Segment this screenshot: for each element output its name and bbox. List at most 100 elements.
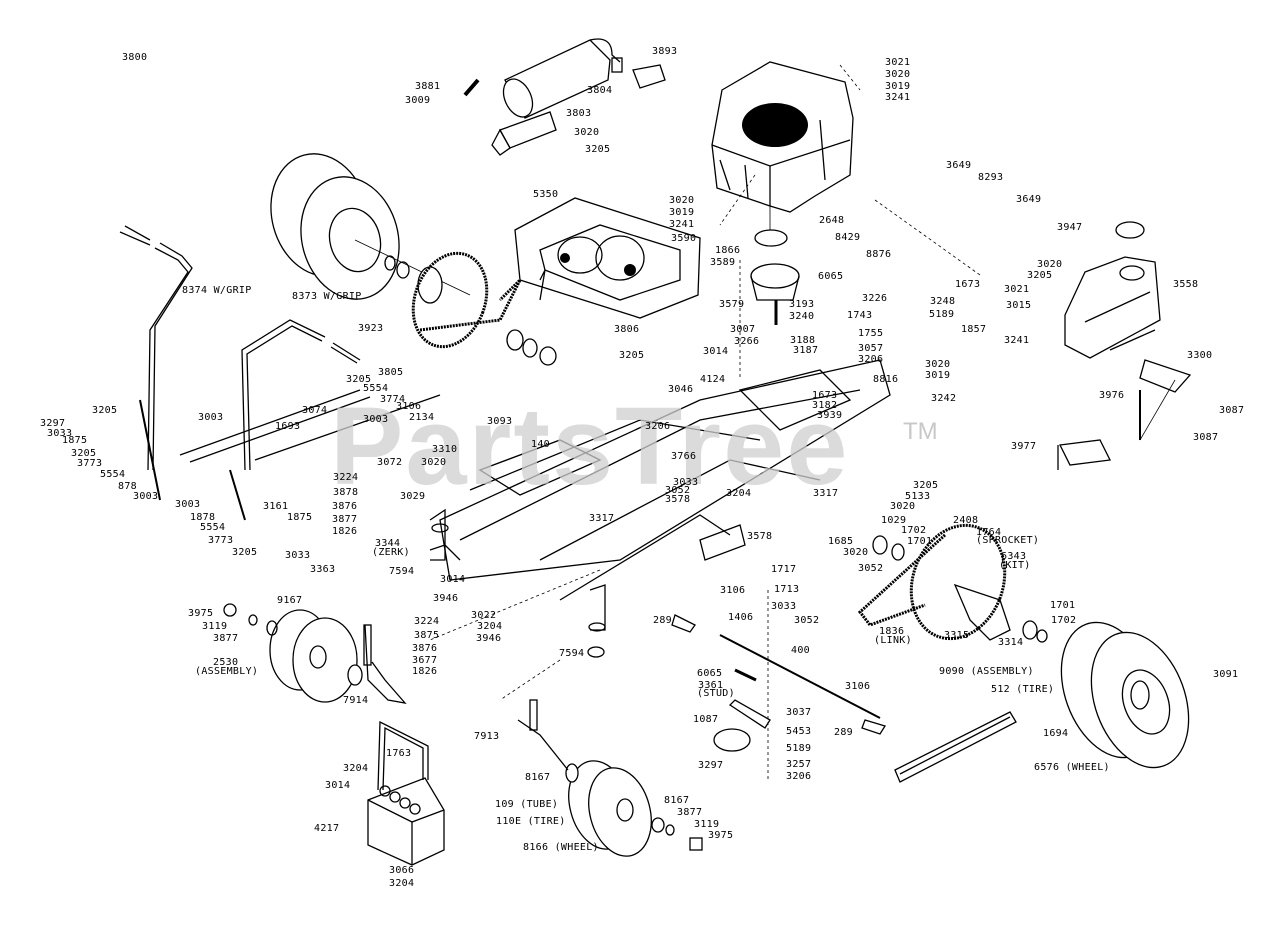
part-callout-3021[interactable]: 3021 [885,57,911,68]
part-callout-3033[interactable]: 3033 [673,477,699,488]
part-callout-2648[interactable]: 2648 [819,215,845,226]
part-callout-3014[interactable]: 3014 [325,780,351,791]
part-callout-3297[interactable]: 3297 [40,418,66,429]
part-callout-3033[interactable]: 3033 [47,428,73,439]
part-callout-1693[interactable]: 1693 [275,421,301,432]
part-callout-3205[interactable]: 3205 [346,374,372,385]
part-callout-3020[interactable]: 3020 [890,501,916,512]
part-callout-3558[interactable]: 3558 [1173,279,1199,290]
part-callout-3881[interactable]: 3881 [415,81,441,92]
part-callout-3241[interactable]: 3241 [885,92,911,103]
part-callout-3119[interactable]: 3119 [694,819,720,830]
part-callout-8429[interactable]: 8429 [835,232,861,243]
part-callout-3877[interactable]: 3877 [332,514,358,525]
part-callout-3205[interactable]: 3205 [585,144,611,155]
part-callout-3226[interactable]: 3226 [862,293,888,304]
part-callout-3893[interactable]: 3893 [652,46,678,57]
part-callout-3241[interactable]: 3241 [1004,335,1030,346]
part-callout-3800[interactable]: 3800 [122,52,148,63]
part-callout-9090-assembly[interactable]: 9090 (ASSEMBLY) [939,666,1034,677]
part-callout-3205[interactable]: 3205 [232,547,258,558]
part-callout-289[interactable]: 289 [653,615,672,626]
part-callout-1755[interactable]: 1755 [858,328,884,339]
part-callout-3074[interactable]: 3074 [302,405,328,416]
part-callout-7913[interactable]: 7913 [474,731,500,742]
part-callout-6576-wheel[interactable]: 6576 (WHEEL) [1034,762,1110,773]
part-callout-3087[interactable]: 3087 [1193,432,1219,443]
part-callout-3773[interactable]: 3773 [208,535,234,546]
part-callout-3182[interactable]: 3182 [812,400,838,411]
part-callout-6065[interactable]: 6065 [697,668,723,679]
part-callout-3033[interactable]: 3033 [771,601,797,612]
part-callout-4124[interactable]: 4124 [700,374,726,385]
part-callout-1713[interactable]: 1713 [774,584,800,595]
part-callout-1875[interactable]: 1875 [287,512,313,523]
part-callout-2408[interactable]: 2408 [953,515,979,526]
part-callout-1702[interactable]: 1702 [901,525,927,536]
part-callout-3204[interactable]: 3204 [389,878,415,889]
part-callout-1702[interactable]: 1702 [1051,615,1077,626]
part-callout-5133[interactable]: 5133 [905,491,931,502]
part-callout-3020[interactable]: 3020 [574,127,600,138]
part-callout-3946[interactable]: 3946 [433,593,459,604]
part-callout-7914[interactable]: 7914 [343,695,369,706]
part-callout-3240[interactable]: 3240 [789,311,815,322]
part-callout-3578[interactable]: 3578 [747,531,773,542]
part-callout-1836[interactable]: 1836 [879,626,905,637]
part-callout-3003[interactable]: 3003 [363,414,389,425]
part-callout-3297[interactable]: 3297 [698,760,724,771]
part-callout-5350[interactable]: 5350 [533,189,559,200]
part-callout-7594[interactable]: 7594 [559,648,585,659]
part-callout-3766[interactable]: 3766 [671,451,697,462]
part-callout-289[interactable]: 289 [834,727,853,738]
part-callout-8166-wheel[interactable]: 8166 (WHEEL) [523,842,599,853]
part-callout-3161[interactable]: 3161 [263,501,289,512]
part-callout-3975[interactable]: 3975 [708,830,734,841]
part-callout-3003[interactable]: 3003 [133,491,159,502]
part-callout-3773[interactable]: 3773 [77,458,103,469]
part-callout-3803[interactable]: 3803 [566,108,592,119]
part-callout-3119[interactable]: 3119 [202,621,228,632]
part-callout-3878[interactable]: 3878 [333,487,359,498]
part-callout-3805[interactable]: 3805 [378,367,404,378]
part-callout--zerk[interactable]: (ZERK) [372,547,410,558]
part-callout-3022[interactable]: 3022 [471,610,497,621]
part-callout-3093[interactable]: 3093 [487,416,513,427]
part-callout-3015[interactable]: 3015 [1006,300,1032,311]
part-callout-1087[interactable]: 1087 [693,714,719,725]
part-callout-5554[interactable]: 5554 [363,383,389,394]
part-callout-2134[interactable]: 2134 [409,412,435,423]
part-callout-3187[interactable]: 3187 [793,345,819,356]
part-callout-3224[interactable]: 3224 [333,472,359,483]
part-callout-3579[interactable]: 3579 [719,299,745,310]
part-callout-1701[interactable]: 1701 [907,536,933,547]
part-callout-3876[interactable]: 3876 [412,643,438,654]
part-callout-878[interactable]: 878 [118,481,137,492]
part-callout-3003[interactable]: 3003 [175,499,201,510]
part-callout-3300[interactable]: 3300 [1187,350,1213,361]
part-callout-3020[interactable]: 3020 [885,69,911,80]
part-callout-3205[interactable]: 3205 [1027,270,1053,281]
part-callout-3877[interactable]: 3877 [677,807,703,818]
part-callout-4217[interactable]: 4217 [314,823,340,834]
part-callout-3649[interactable]: 3649 [946,160,972,171]
part-callout-6343[interactable]: 6343 [1001,551,1027,562]
part-callout-3946[interactable]: 3946 [476,633,502,644]
part-callout-3057[interactable]: 3057 [858,343,884,354]
part-callout-3205[interactable]: 3205 [71,448,97,459]
part-callout-3007[interactable]: 3007 [730,324,756,335]
part-callout-3206[interactable]: 3206 [645,421,671,432]
part-callout-1694[interactable]: 1694 [1043,728,1069,739]
part-callout-3206[interactable]: 3206 [858,354,884,365]
part-callout-1743[interactable]: 1743 [847,310,873,321]
part-callout-3193[interactable]: 3193 [789,299,815,310]
part-callout-1406[interactable]: 1406 [728,612,754,623]
part-callout-3072[interactable]: 3072 [377,457,403,468]
part-callout-1866[interactable]: 1866 [715,245,741,256]
part-callout-1717[interactable]: 1717 [771,564,797,575]
part-callout-1764[interactable]: 1764 [976,527,1002,538]
part-callout-1029[interactable]: 1029 [881,515,907,526]
part-callout-2530[interactable]: 2530 [213,657,239,668]
part-callout-5554[interactable]: 5554 [200,522,226,533]
part-callout-8373-w-grip[interactable]: 8373 W/GRIP [292,291,362,302]
